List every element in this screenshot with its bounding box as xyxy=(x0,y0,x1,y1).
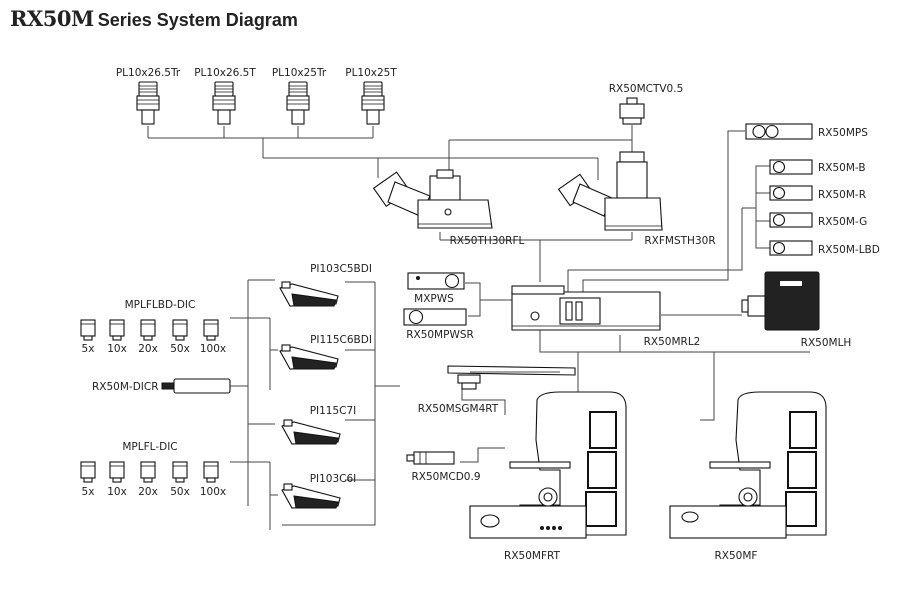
filter-label: RX50M-G xyxy=(818,216,867,228)
eyepiece-group: PL10x26.5Tr PL10x26.5T PL10x25Tr PL10x25… xyxy=(116,67,397,125)
filter-r[interactable]: RX50M-R xyxy=(769,185,866,201)
objective-label: 100x xyxy=(200,486,226,498)
mlh-label: RX50MLH xyxy=(801,337,852,349)
objective-set-label: MPLFLBD-DIC xyxy=(125,299,196,311)
nosepiece-label: PI115C7I xyxy=(310,405,357,417)
condenser[interactable]: RX50MCD0.9 xyxy=(406,451,481,483)
microscope-stand-frt[interactable]: RX50MFRT xyxy=(469,391,627,562)
head-label: RXFMSTH30R xyxy=(644,235,715,247)
trinocular-head-1[interactable]: RX50TH30RFL xyxy=(372,169,525,247)
stage-label: RX50MSGM4RT xyxy=(418,403,499,415)
nosepiece-icon[interactable] xyxy=(281,419,341,445)
nosepiece-icon[interactable] xyxy=(279,281,339,307)
eyepiece-icon[interactable] xyxy=(212,81,236,125)
objective-icon[interactable] xyxy=(109,319,125,341)
eyepiece-label: PL10x26.5T xyxy=(194,67,256,79)
nosepiece-label: PI115C6BDI xyxy=(310,334,372,346)
eyepiece-label: PL10x25T xyxy=(345,67,397,79)
objective-icon[interactable] xyxy=(172,319,188,341)
eyepiece-label: PL10x26.5Tr xyxy=(116,67,181,79)
mechanical-stage[interactable]: RX50MSGM4RT xyxy=(418,365,576,415)
objective-set-label: MPLFL-DIC xyxy=(122,441,177,453)
reflected-illuminator[interactable]: RX50MRL2 xyxy=(511,285,701,348)
mps-label: RX50MPS xyxy=(818,127,868,139)
lamp-house[interactable]: RX50MLH xyxy=(741,271,852,349)
filter-label: RX50M-LBD xyxy=(818,244,880,256)
filter-g[interactable]: RX50M-G xyxy=(769,212,867,228)
title-text: Series System Diagram xyxy=(97,10,298,30)
objective-label: 100x xyxy=(200,343,226,355)
eyepiece-icon[interactable] xyxy=(361,81,385,125)
ctv-adapter[interactable]: RX50MCTV0.5 xyxy=(609,83,684,125)
dicr-label: RX50M-DICR xyxy=(92,381,159,393)
objective-icon[interactable] xyxy=(172,461,188,483)
mxpws-slider[interactable]: MXPWS xyxy=(407,272,465,305)
mrl2-label: RX50MRL2 xyxy=(644,336,701,348)
mpwsr-slider[interactable]: RX50MPWSR xyxy=(403,308,474,341)
objective-label: 5x xyxy=(82,343,95,355)
mxpws-label: MXPWS xyxy=(414,293,454,305)
eyepiece-icon[interactable] xyxy=(286,81,310,125)
objective-label: 20x xyxy=(138,343,158,355)
objective-icon[interactable] xyxy=(80,319,96,341)
microscope-stand-mf[interactable]: RX50MF xyxy=(669,391,827,562)
brand-name: RX50M xyxy=(10,6,94,31)
ctv-label: RX50MCTV0.5 xyxy=(609,83,684,95)
head-label: RX50TH30RFL xyxy=(450,235,525,247)
filter-label: RX50M-B xyxy=(818,162,866,174)
trinocular-head-2[interactable]: RXFMSTH30R xyxy=(557,151,716,247)
nosepiece-icon[interactable] xyxy=(279,344,339,370)
objective-icon[interactable] xyxy=(140,461,156,483)
nosepiece-label: PI103C6I xyxy=(310,473,357,485)
mps-slider[interactable]: RX50MPS xyxy=(745,123,868,140)
objective-label: 5x xyxy=(82,486,95,498)
objective-set-mplflbd: MPLFLBD-DIC 5x 10x 20x 50x 100x xyxy=(80,299,226,355)
objective-label: 50x xyxy=(170,343,190,355)
nosepiece-icon[interactable] xyxy=(281,483,341,509)
mpwsr-label: RX50MPWSR xyxy=(406,329,474,341)
filter-label: RX50M-R xyxy=(818,189,866,201)
objective-label: 10x xyxy=(107,343,127,355)
objective-label: 10x xyxy=(107,486,127,498)
filter-b[interactable]: RX50M-B xyxy=(769,159,866,175)
objective-label: 50x xyxy=(170,486,190,498)
connection-lines xyxy=(147,125,810,530)
objective-icon[interactable] xyxy=(203,461,219,483)
stand-label: RX50MF xyxy=(715,550,758,562)
objective-icon[interactable] xyxy=(109,461,125,483)
eyepiece-label: PL10x25Tr xyxy=(272,67,327,79)
objective-icon[interactable] xyxy=(80,461,96,483)
objective-icon[interactable] xyxy=(140,319,156,341)
dic-prism[interactable]: RX50M-DICR xyxy=(92,378,231,394)
objective-label: 20x xyxy=(138,486,158,498)
condenser-label: RX50MCD0.9 xyxy=(411,471,480,483)
filter-lbd[interactable]: RX50M-LBD xyxy=(769,240,880,256)
nosepiece-label: PI103C5BDI xyxy=(310,263,372,275)
eyepiece-icon[interactable] xyxy=(136,81,160,125)
nosepiece-group: PI103C5BDI PI115C6BDI PI115C7I PI103C6I xyxy=(279,263,372,509)
stand-label: RX50MFRT xyxy=(504,550,560,562)
objective-set-mplfl: MPLFL-DIC 5x 10x 20x 50x 100x xyxy=(80,441,226,498)
objective-icon[interactable] xyxy=(203,319,219,341)
